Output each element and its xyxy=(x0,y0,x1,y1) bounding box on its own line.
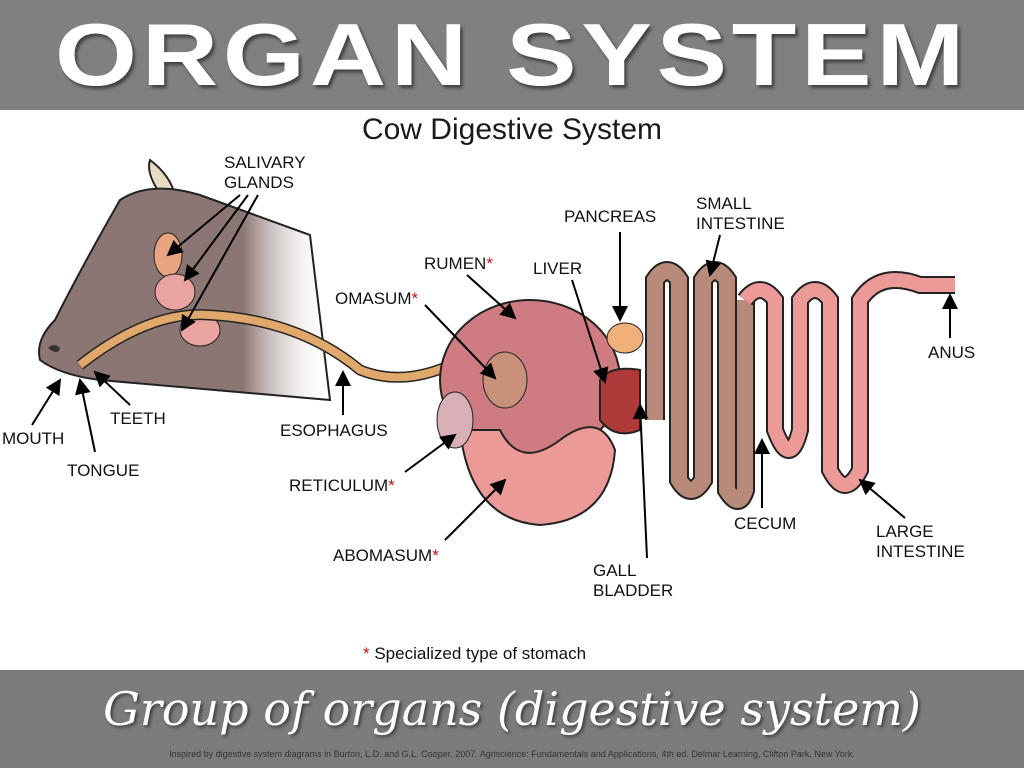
label-line: GLANDS xyxy=(224,173,294,192)
slide-subtitle: Group of organs (digestive system) xyxy=(103,682,921,736)
label-text: OMASUM xyxy=(335,289,412,308)
label-tongue: TONGUE xyxy=(67,461,140,480)
label-liver: LIVER xyxy=(533,259,583,278)
footnote-text: Specialized type of stomach xyxy=(369,644,587,663)
label-line: INTESTINE xyxy=(876,542,965,561)
label-rumen: RUMEN* xyxy=(424,254,493,274)
stomach-footnote: * Specialized type of stomach xyxy=(363,644,586,664)
label-line: SALIVARY xyxy=(224,153,306,172)
diagram-title: Cow Digestive System xyxy=(361,113,663,146)
star-marker: * xyxy=(486,254,493,273)
label-text: RUMEN xyxy=(424,254,487,273)
label-line: BLADDER xyxy=(593,581,674,600)
label-text: ABOMASUM xyxy=(333,546,433,565)
label-reticulum: RETICULUM* xyxy=(289,476,395,496)
label-teeth: TEETH xyxy=(110,409,166,428)
label-text: RETICULUM xyxy=(289,476,389,495)
label-line: LARGE xyxy=(876,522,934,541)
star-marker: * xyxy=(432,546,439,565)
stomach xyxy=(436,299,621,527)
label-pancreas: PANCREAS xyxy=(564,207,657,226)
citation: Inspired by digestive system diagrams in… xyxy=(169,749,855,759)
subtitle-band xyxy=(0,670,1024,768)
label-omasum: OMASUM* xyxy=(335,289,418,309)
label-anus: ANUS xyxy=(928,343,976,362)
label-line: INTESTINE xyxy=(696,214,785,233)
label-cecum: CECUM xyxy=(734,514,797,533)
label-mouth: MOUTH xyxy=(2,429,65,448)
star-marker: * xyxy=(388,476,395,495)
label-line: GALL xyxy=(593,561,637,580)
label-abomasum: ABOMASUM* xyxy=(333,546,439,566)
label-esophagus: ESOPHAGUS xyxy=(280,421,388,440)
star-marker: * xyxy=(363,644,370,663)
label-line: SMALL xyxy=(696,194,752,213)
slide-title: ORGAN SYSTEM xyxy=(54,5,970,104)
title-band xyxy=(0,0,1024,110)
star-marker: * xyxy=(411,289,419,308)
